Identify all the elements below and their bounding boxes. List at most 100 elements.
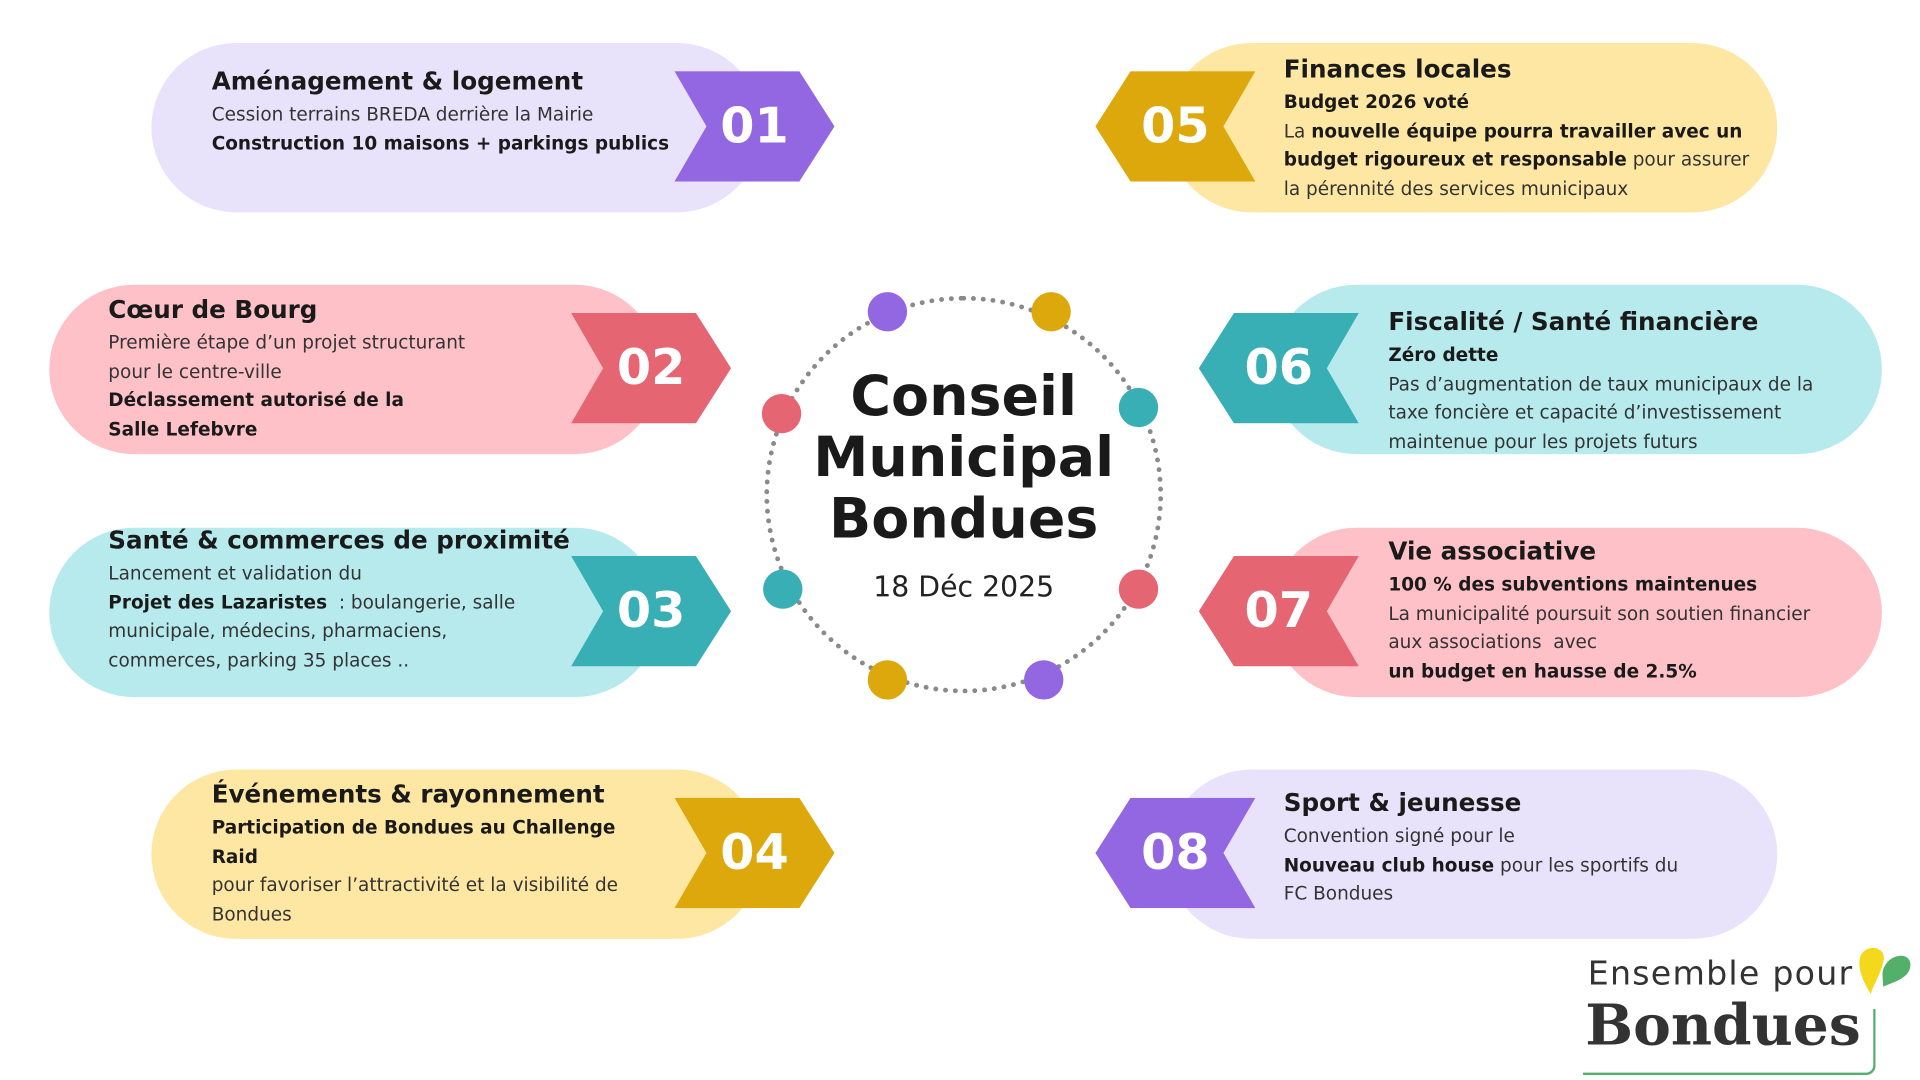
text: pour favoriser l’attractivité et la visi… [211,873,619,896]
text: La [1283,119,1312,142]
center-title-line: Bondues [829,486,1099,552]
logo-underline [1582,1008,1876,1076]
card-line: Zéro dette [1388,341,1813,370]
text: FC Bondues [1283,882,1394,905]
card-line: budget rigoureux et responsable pour ass… [1284,146,1750,175]
card-line: La nouvelle équipe pourra travailler ave… [1284,117,1750,146]
card-line: taxe foncière et capacité d’investisseme… [1388,399,1813,428]
bold-text: nouvelle équipe pourra travailler avec u… [1311,119,1743,142]
card-03 [49,527,660,698]
ring-dot-red [761,393,802,434]
card-line: Lancement et validation du [108,560,570,589]
card-title: Événements & rayonnement [211,779,605,809]
text: pour le centre-ville [108,360,282,383]
text: aux associations avec [1388,630,1598,653]
center-title-line: Municipal [813,424,1115,490]
ring-dot-red [1118,569,1159,609]
bold-text: Salle Lefebvre [108,417,258,440]
card-line: Pas d’augmentation de taux municipaux de… [1388,370,1813,399]
card-01 [151,42,762,213]
text: Convention signé pour le [1283,824,1515,847]
bold-text: budget rigoureux et responsable [1283,148,1627,171]
card-line: maintenue pour les projets futurs [1388,428,1813,457]
card-04 [151,769,762,939]
ring-dot-teal [1118,387,1159,428]
card-05 [1166,42,1778,213]
logo-text-bottom: Bondues [1585,991,1861,1058]
card-line: Convention signé pour le [1284,822,1678,851]
card-line: Projet des Lazaristes : boulangerie, sal… [108,588,570,617]
logo-leaf-icon [1859,947,1911,995]
bold-text: Construction 10 maisons + parkings publi… [211,131,670,155]
card-line: aux associations avec [1388,628,1810,657]
card-08 [1166,769,1778,939]
card-title: Sport & jeunesse [1283,787,1522,818]
card-line: Budget 2026 voté [1284,88,1750,117]
card-line: Déclassement autorisé de la [108,387,465,416]
card-line: Nouveau club house pour les sportifs du [1284,851,1678,880]
card-line: Cession terrains BREDA derrière la Mairi… [212,101,669,130]
ring-dot-purple [867,292,908,332]
ring-dot-gold [1031,292,1071,332]
text: Première étape d’un projet structurant [108,331,466,354]
card-title: Cœur de Bourg [108,294,318,325]
card-line: un budget en hausse de 2.5% [1388,657,1810,686]
ring-dot-purple [1024,660,1064,700]
bold-text: Nouveau club house [1283,853,1495,876]
number-badge-02: 02 [571,312,732,424]
center-title-line: Conseil [850,363,1078,429]
card-line: La municipalité poursuit son soutien fin… [1388,600,1810,629]
card-title: Santé & commerces de proximité [108,525,570,555]
card-title: Aménagement & logement [211,66,584,96]
logo-text-top: Ensemble pour [1587,954,1854,993]
card-line: Raid [212,843,618,872]
card-line: Construction 10 maisons + parkings publi… [212,129,669,158]
text: municipale, médecins, pharmaciens, [108,619,448,642]
text: pour les sportifs du [1494,853,1679,876]
text: pour assurer [1626,148,1750,171]
bold-text: Zéro dette [1388,343,1499,366]
card-title: Finances locales [1283,54,1512,84]
bold-text: Déclassement autorisé de la [108,389,404,412]
bold-text: Raid [211,844,258,868]
text: Lancement et validation du [108,562,362,585]
card-line: Participation de Bondues au Challenge [212,814,618,843]
text: taxe foncière et capacité d’investisseme… [1388,401,1782,424]
bold-text: un budget en hausse de 2.5% [1388,659,1697,682]
card-06 [1271,284,1882,455]
ring-dot-teal [763,569,803,609]
center-title: Conseil Municipal Bondues [763,363,1164,552]
text: La municipalité poursuit son soutien fin… [1388,601,1811,625]
text: la pérennité des services municipaux [1283,177,1629,200]
text: commerces, parking 35 places .. [108,648,410,671]
bold-text: 100 % des subventions maintenues [1388,573,1758,596]
card-line: municipale, médecins, pharmaciens, [108,617,570,646]
dotted-ring [764,295,1164,694]
card-line: Première étape d’un projet structurant [108,329,465,358]
card-title: Fiscalité / Santé financière [1388,306,1759,337]
ring-dot-gold [867,660,908,700]
card-line: la pérennité des services municipaux [1284,175,1750,204]
card-line: FC Bondues [1284,880,1678,909]
card-line: 100 % des subventions maintenues [1388,571,1810,600]
bold-text: Budget 2026 voté [1283,90,1470,113]
text: Cession terrains BREDA derrière la Mairi… [211,103,594,126]
card-text: Vie associative 100 % des subventions mai… [1388,536,1810,686]
text: : boulangerie, salle [327,590,516,614]
card-line: commerces, parking 35 places .. [108,646,570,675]
bold-text: Participation de Bondues au Challenge [211,816,616,839]
bold-text: Projet des Lazaristes [108,590,328,614]
card-title: Vie associative [1388,536,1597,566]
center-date: 18 Déc 2025 [873,571,1055,604]
card-07 [1271,527,1882,698]
card-line: Salle Lefebvre [108,415,465,444]
text: Bondues [211,902,292,925]
card-02 [49,284,660,455]
